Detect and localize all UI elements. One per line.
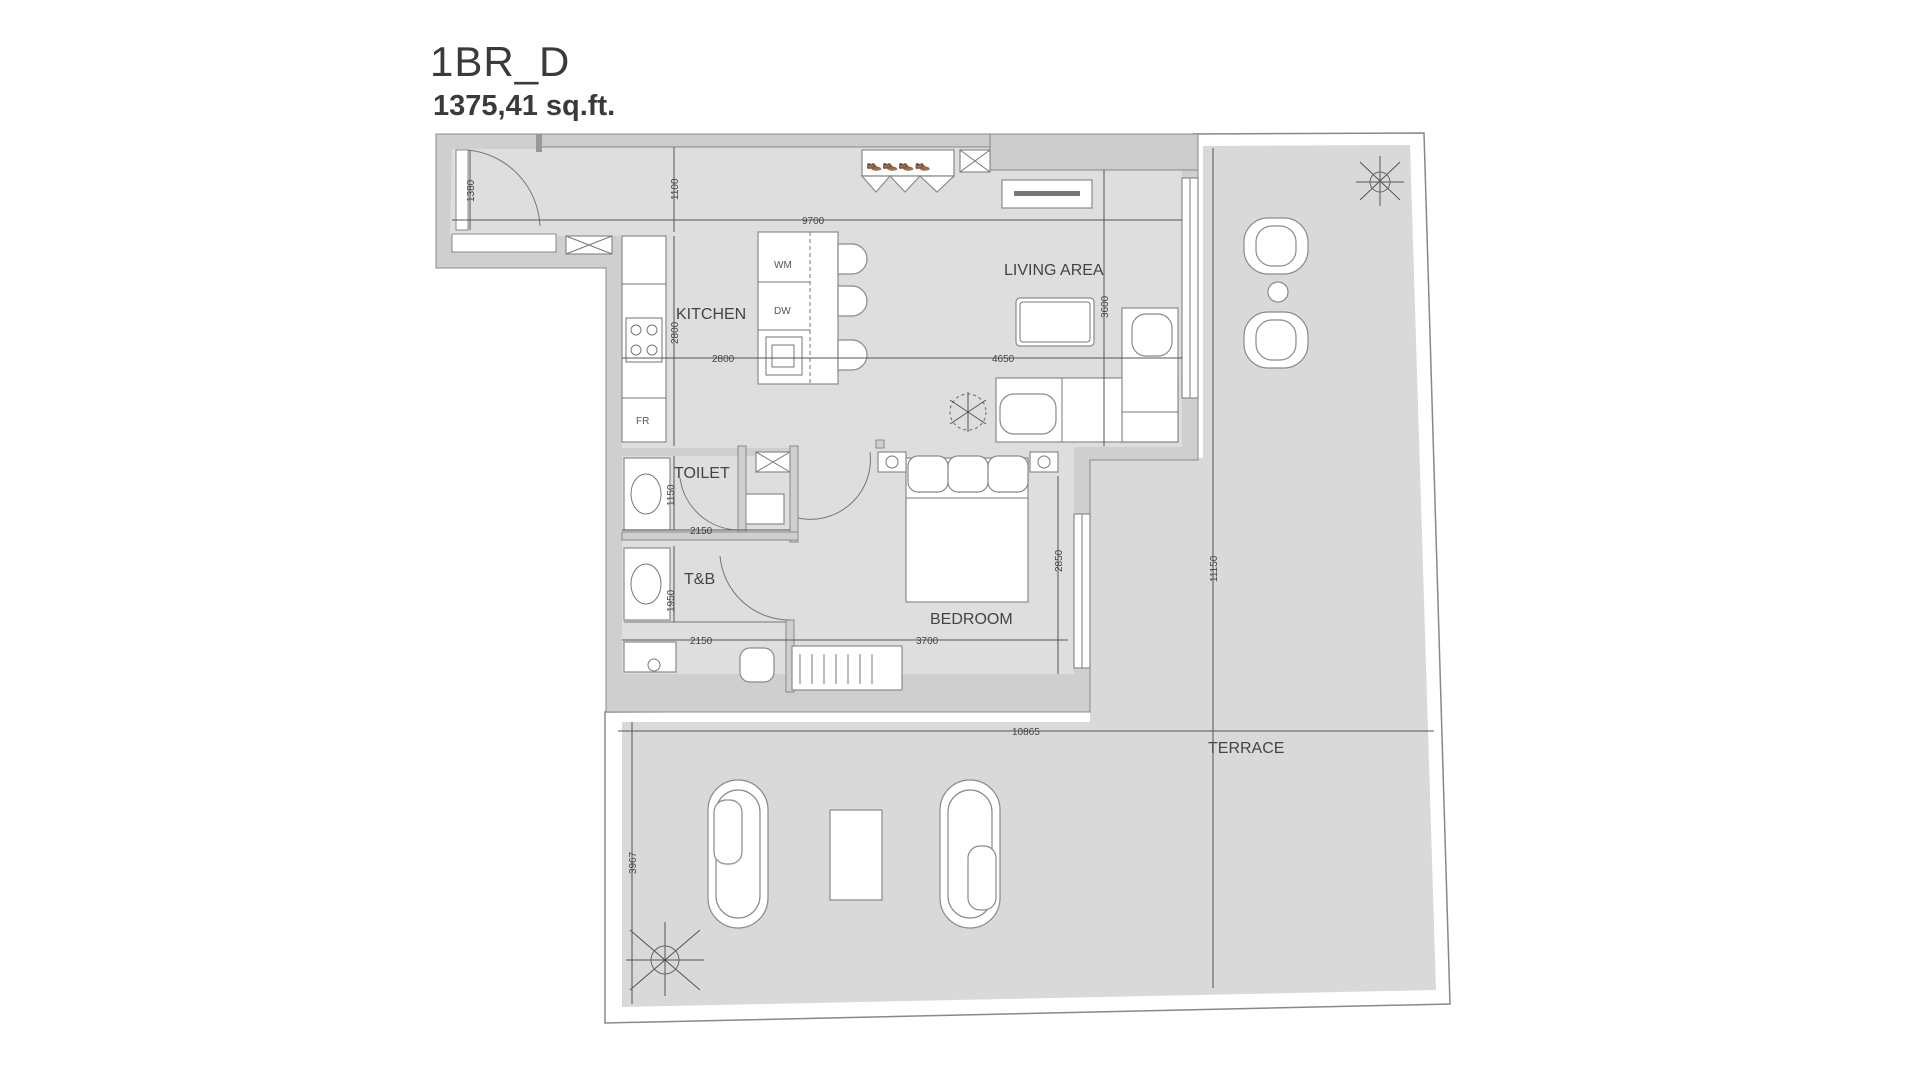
- dim-bedroom-width: 3700: [916, 636, 939, 647]
- bar-stools: [837, 243, 868, 371]
- room-label-living: LIVING AREA: [1004, 262, 1104, 279]
- daybed-right: [939, 779, 1001, 929]
- dim-living-width: 4650: [992, 354, 1015, 365]
- tb-wc: [739, 647, 775, 683]
- dishwasher-label: DW: [774, 306, 791, 317]
- dim-tb-width: 2150: [690, 636, 713, 647]
- unit-area: 1375,41 sq.ft.: [433, 90, 616, 122]
- room-label-kitchen: KITCHEN: [676, 306, 746, 323]
- entry-door: [455, 149, 469, 231]
- dim-terrace-height-left: 3967: [628, 851, 639, 874]
- wardrobe: [791, 645, 903, 691]
- dim-living-height: 3600: [1100, 295, 1111, 318]
- shower-area: [623, 641, 677, 673]
- svg-text:👞👞👞👞: 👞👞👞👞: [866, 156, 931, 171]
- bedside-table-right: [1029, 451, 1059, 473]
- dim-terrace-height-right: 11150: [1209, 555, 1220, 582]
- entry-floor: [452, 149, 607, 233]
- terrace-plant-top: [1356, 156, 1404, 206]
- dim-corridor-height: 1100: [670, 178, 681, 200]
- tb-vanity: [623, 547, 671, 621]
- plant-icon: [949, 392, 987, 432]
- pillows: [907, 455, 1029, 493]
- terrace-plant-bottom: [626, 922, 704, 996]
- toilet-room: [622, 448, 794, 456]
- bedside-table-left: [877, 451, 907, 473]
- dim-tb-height: 1950: [666, 589, 677, 612]
- top-wall: [539, 133, 999, 148]
- unit-title: 1BR_D: [430, 38, 571, 85]
- dim-kitchen-height: 2800: [670, 321, 681, 344]
- terrace-table: [829, 809, 883, 901]
- entry-strip: [451, 233, 557, 253]
- dim-terrace-width: 10865: [1012, 727, 1040, 738]
- daybed-left: [707, 779, 769, 929]
- cooktop-icon: [625, 317, 663, 363]
- dim-total-width: 9700: [802, 216, 825, 227]
- lounge-chairs: [1243, 217, 1309, 369]
- dimension-lines: [452, 147, 1434, 1004]
- washing-machine-label: WM: [774, 260, 792, 271]
- room-label-terrace: TERRACE: [1208, 740, 1284, 757]
- sink-icon: [765, 336, 803, 376]
- dim-toilet-width: 2150: [690, 526, 713, 537]
- room-label-tb: T&B: [684, 571, 715, 588]
- shoe-cabinet: 👞👞👞👞: [860, 149, 991, 193]
- toilet-wc: [743, 493, 785, 525]
- dim-toilet-height: 1150: [666, 484, 677, 506]
- room-label-bedroom: BEDROOM: [930, 611, 1013, 628]
- terrace-floor: [622, 145, 1436, 1007]
- coffee-table: [1015, 297, 1095, 347]
- dim-bedroom-height: 2850: [1054, 549, 1065, 572]
- dim-entry-height: 1380: [466, 179, 477, 202]
- room-label-toilet: TOILET: [674, 465, 730, 482]
- fridge-label: FR: [636, 416, 649, 427]
- dim-kitchen-width: 2800: [712, 354, 735, 365]
- sofa: [995, 307, 1179, 443]
- toilet-vanity: [623, 457, 671, 531]
